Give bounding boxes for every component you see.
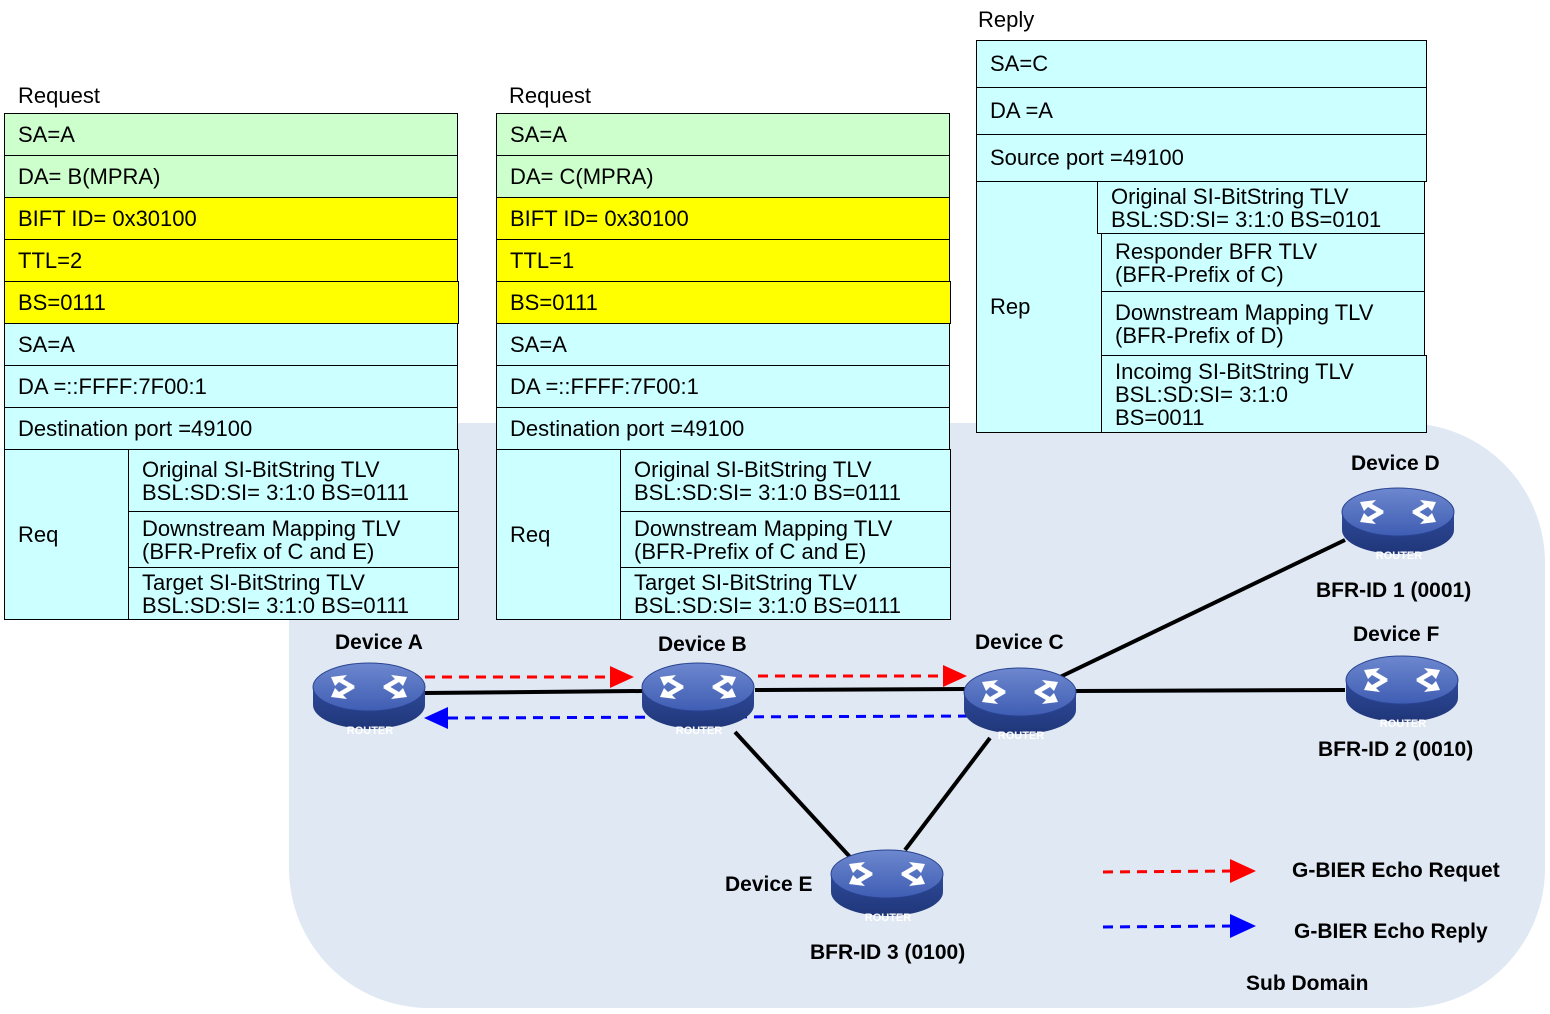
request1-tlv: Downstream Mapping TLV(BFR-Prefix of C a… xyxy=(128,511,459,568)
request2-row: DA =::FFFF:7F00:1 xyxy=(496,365,950,408)
sub-domain-label: Sub Domain xyxy=(1246,972,1369,995)
request1-req-label: Req xyxy=(4,449,129,620)
router-icon-b xyxy=(641,662,755,730)
request2-row: Destination port =49100 xyxy=(496,407,950,450)
request2-row: SA=A xyxy=(496,113,950,156)
router-label-f: ROUTER xyxy=(1380,718,1427,730)
request2-row: SA=A xyxy=(496,323,950,366)
request1-row: Destination port =49100 xyxy=(4,407,458,450)
reply-caption: Reply xyxy=(978,7,1035,32)
reply-row: SA=C xyxy=(976,40,1427,88)
device-e-bfr-id: BFR-ID 3 (0100) xyxy=(810,941,966,964)
request2-row: TTL=1 xyxy=(496,239,950,282)
legend-reply-label: G-BIER Echo Reply xyxy=(1294,920,1488,943)
request1-row: BS=0111 xyxy=(4,281,459,324)
router-icon-c xyxy=(963,667,1077,735)
request1-row: TTL=2 xyxy=(4,239,458,282)
router-label-e: ROUTER xyxy=(865,912,912,924)
device-a-label: Device A xyxy=(335,631,423,654)
device-f-label: Device F xyxy=(1353,623,1440,646)
request1-row: DA= B(MPRA) xyxy=(4,155,458,198)
device-c-label: Device C xyxy=(975,631,1064,654)
router-icon-a xyxy=(312,662,426,730)
reply-row: DA =A xyxy=(976,87,1427,135)
request1-row: DA =::FFFF:7F00:1 xyxy=(4,365,458,408)
device-d-label: Device D xyxy=(1351,452,1440,475)
router-label-a: ROUTER xyxy=(347,725,394,737)
reply-tlv: Responder BFR TLV(BFR-Prefix of C) xyxy=(1101,233,1425,292)
router-label-b: ROUTER xyxy=(676,725,723,737)
router-icon-f xyxy=(1345,655,1459,723)
router-label-d: ROUTER xyxy=(1376,550,1423,562)
reply-rep-label: Rep xyxy=(976,181,1102,433)
router-label-c: ROUTER xyxy=(998,730,1045,742)
request2-row: BS=0111 xyxy=(496,281,951,324)
request2-caption: Request xyxy=(509,83,591,108)
request1-row: SA=A xyxy=(4,323,458,366)
reply-row: Source port =49100 xyxy=(976,134,1427,182)
links xyxy=(424,538,1346,859)
request2-row: DA= C(MPRA) xyxy=(496,155,950,198)
router-icon-d xyxy=(1341,487,1455,555)
device-d-bfr-id: BFR-ID 1 (0001) xyxy=(1316,579,1472,602)
request2-tlv: Downstream Mapping TLV(BFR-Prefix of C a… xyxy=(620,511,951,568)
reply-tlv: Downstream Mapping TLV(BFR-Prefix of D) xyxy=(1101,291,1425,356)
device-f-bfr-id: BFR-ID 2 (0010) xyxy=(1318,738,1474,761)
device-b-label: Device B xyxy=(658,633,747,656)
request1-row: SA=A xyxy=(4,113,458,156)
router-icon-e xyxy=(830,849,944,917)
request2-row: BIFT ID= 0x30100 xyxy=(496,197,950,240)
request2-req-label: Req xyxy=(496,449,621,620)
legend-request-label: G-BIER Echo Requet xyxy=(1292,859,1500,882)
device-e-label: Device E xyxy=(725,873,813,896)
request1-caption: Request xyxy=(18,83,100,108)
request1-row: BIFT ID= 0x30100 xyxy=(4,197,458,240)
